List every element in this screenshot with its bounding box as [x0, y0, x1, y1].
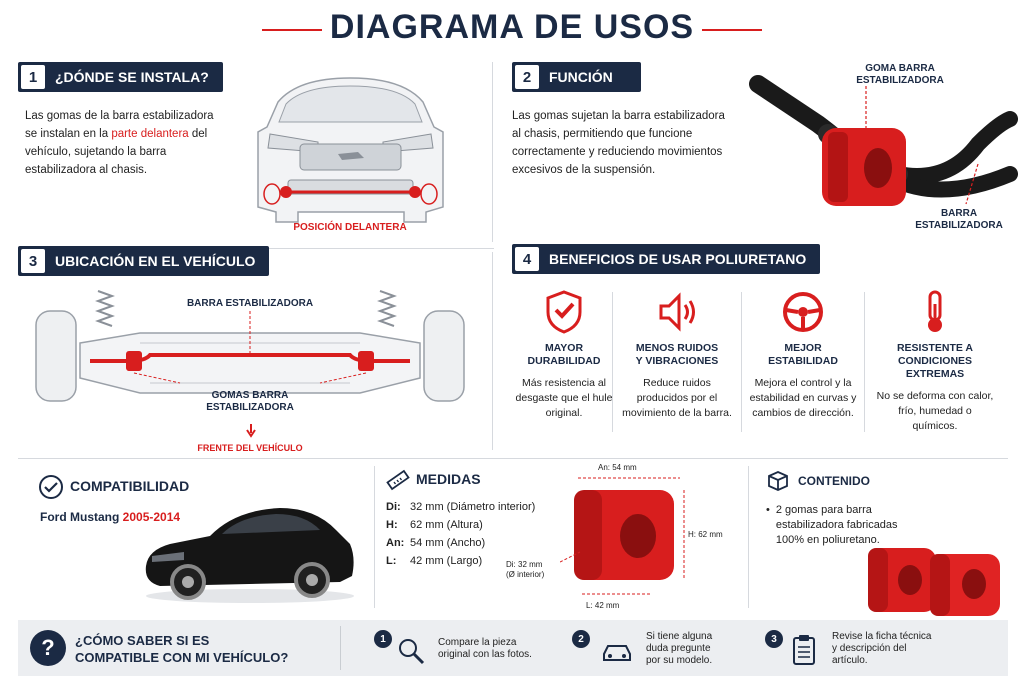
step-number: 3: [765, 630, 783, 648]
car-front-illustration: [257, 77, 444, 223]
label-stabilizer-bar: BARRA ESTABILIZADORA: [186, 298, 314, 309]
label-bushing: GOMA BARRA ESTABILIZADORA: [856, 63, 944, 86]
clipboard-icon: [791, 634, 817, 666]
dim-width: An: 54 mm: [598, 463, 637, 472]
measures-list: Di:32 mm (Diámetro interior) H:62 mm (Al…: [386, 498, 535, 570]
highlight-front: parte delantera: [111, 128, 189, 140]
benefit-durability: MAYOR DURABILIDAD Más resistencia al des…: [504, 288, 624, 421]
measure-row: Di:32 mm (Diámetro interior): [386, 501, 536, 513]
stabilizer-bar-photo: [749, 75, 1018, 206]
step-text: Si tiene alguna duda pregunte por su mod…: [646, 631, 713, 666]
dim-length: L: 42 mm: [586, 601, 620, 610]
car-icon: [600, 640, 634, 664]
front-position-caption: POSICIÓN DELANTERA: [293, 222, 407, 233]
step-number: 1: [374, 630, 392, 648]
section-3-header: 3 UBICACIÓN EN EL VEHÍCULO: [18, 246, 270, 276]
suspension-diagram: [35, 290, 465, 402]
shield-icon: [540, 288, 588, 336]
ruler-icon: [386, 468, 410, 492]
faq-question: ¿CÓMO SABER SI ES COMPATIBLE CON MI VEHÍ…: [75, 633, 289, 665]
dim-inner-diameter: Di: 32 mm (Ø interior): [506, 560, 545, 579]
section-1-text: Las gomas de la barra estabilizadora se …: [25, 110, 214, 176]
dim-height: H: 62 mm: [688, 530, 723, 539]
section-number: 1: [21, 65, 45, 89]
section-2-header: 2 FUNCIÓN: [512, 62, 641, 92]
compat-heading: COMPATIBILIDAD: [70, 478, 190, 494]
arrow-down-icon: [246, 424, 256, 438]
bushing-left-mark: [280, 186, 292, 198]
bushings-pair-photo: [868, 548, 1000, 616]
step-text: Revise la ficha técnica y descripción de…: [832, 631, 932, 666]
section-heading: FUNCIÓN: [549, 69, 613, 85]
bushing-right-mark: [358, 351, 374, 371]
section-heading: UBICACIÓN EN EL VEHÍCULO: [55, 253, 256, 269]
section-heading: BENEFICIOS DE USAR POLIURETANO: [549, 251, 807, 267]
section-1-header: 1 ¿DÓNDE SE INSTALA?: [18, 62, 223, 92]
speaker-icon: [653, 288, 701, 336]
benefit-extreme-conditions: RESISTENTE A CONDICIONES EXTREMAS No se …: [875, 288, 995, 434]
title-divider-right: [702, 29, 762, 31]
bushing-dimension-drawing: [560, 477, 685, 595]
measure-row: H:62 mm (Altura): [386, 519, 483, 531]
magnifier-icon: [396, 636, 426, 666]
content-item: •2 gomas para barra estabilizadora fabri…: [766, 504, 898, 546]
bushing-right-mark: [409, 186, 421, 198]
section-number: 4: [515, 247, 539, 271]
steering-wheel-icon: [779, 288, 827, 336]
section-heading: ¿DÓNDE SE INSTALA?: [55, 69, 209, 85]
compat-model: Ford Mustang 2005-2014: [40, 510, 181, 524]
content-heading: CONTENIDO: [798, 474, 870, 488]
thermometer-icon: [911, 288, 959, 336]
step-number: 2: [572, 630, 590, 648]
measures-heading: MEDIDAS: [416, 471, 481, 487]
question-icon: ?: [30, 630, 66, 666]
section-number: 2: [515, 65, 539, 89]
label-bushings: GOMAS BARRA ESTABILIZADORA: [206, 390, 294, 413]
check-circle-icon: [38, 474, 64, 500]
box-icon: [766, 469, 790, 493]
measure-row: L:42 mm (Largo): [386, 555, 483, 567]
section-2-text: Las gomas sujetan la barra estabilizador…: [512, 110, 725, 176]
compatibility-faq-bar: [18, 620, 1008, 676]
step-text: Compare la pieza original con las fotos.: [438, 637, 532, 660]
compat-years: 2005-2014: [122, 510, 181, 524]
benefit-less-noise: MENOS RUIDOS Y VIBRACIONES Reduce ruidos…: [617, 288, 737, 421]
label-bar: BARRA ESTABILIZADORA: [915, 208, 1003, 231]
measure-row: An:54 mm (Ancho): [386, 537, 486, 549]
page-title: DIAGRAMA DE USOS: [329, 8, 695, 46]
mustang-car-photo: [145, 508, 354, 603]
title-divider-left: [262, 29, 322, 31]
section-4-header: 4 BENEFICIOS DE USAR POLIURETANO: [512, 244, 821, 274]
benefit-stability: MEJOR ESTABILIDAD Mejora el control y la…: [743, 288, 863, 421]
bushing-left-mark: [126, 351, 142, 371]
section-number: 3: [21, 249, 45, 273]
label-front-vehicle: FRENTE DEL VEHÍCULO: [197, 443, 303, 453]
